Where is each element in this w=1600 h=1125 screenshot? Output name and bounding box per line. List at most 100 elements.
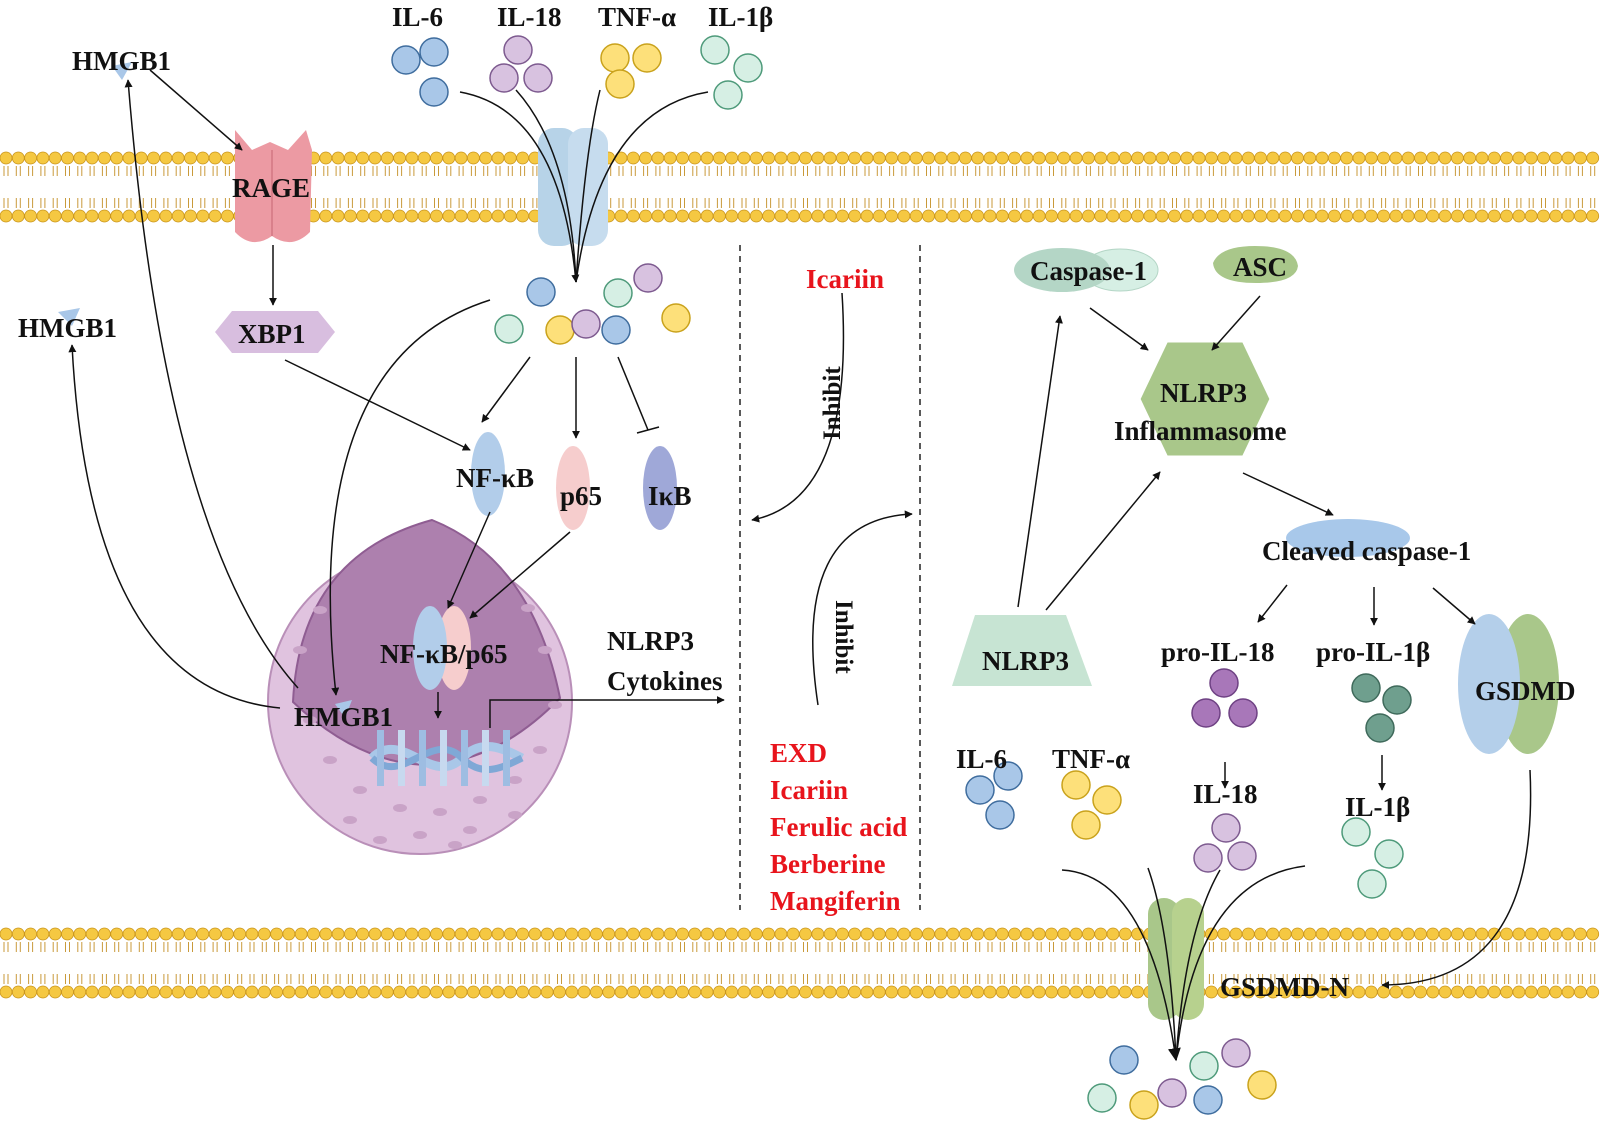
label-pro-il1b: pro-IL-1β	[1316, 637, 1430, 667]
cytokine-molecule	[632, 43, 662, 73]
left-panel-arrows	[68, 69, 725, 728]
cytokine-molecule	[1357, 869, 1387, 899]
nfkb-p65-complex-p65	[437, 606, 471, 690]
cytokine-molecule	[1351, 673, 1381, 703]
cell-membrane-bottom	[0, 927, 1600, 999]
asc-shape	[1213, 246, 1298, 283]
cytokine-molecule	[1228, 698, 1258, 728]
label-nlrp3: NLRP3	[982, 646, 1069, 676]
nlrp3-trapezoid	[952, 615, 1092, 686]
label-asc: ASC	[1233, 252, 1287, 282]
cytokine-molecule	[1092, 785, 1122, 815]
cytokine-molecule	[545, 315, 575, 345]
drug-item: EXD	[770, 738, 827, 768]
label-caspase1: Caspase-1	[1030, 256, 1147, 286]
cytokine-molecule	[1193, 1085, 1223, 1115]
label-tnfa-right: TNF-α	[1052, 744, 1130, 774]
cytokine-molecule	[1209, 668, 1239, 698]
cytokine-molecule	[633, 263, 663, 293]
label-il18-right: IL-18	[1193, 779, 1258, 809]
label-cleaved-caspase1: Cleaved caspase-1	[1262, 536, 1471, 566]
cytokine-molecule	[1374, 839, 1404, 869]
cytokine-molecule	[661, 303, 691, 333]
cytokine-molecule	[1157, 1078, 1187, 1108]
nfkb-ellipse	[471, 432, 505, 516]
cytokine-molecule	[985, 800, 1015, 830]
cytokine-molecule	[993, 761, 1023, 791]
cytokine-molecule	[419, 37, 449, 67]
label-xbp1: XBP1	[238, 319, 306, 349]
cytokine-molecule	[494, 314, 524, 344]
cytokine-molecule	[571, 309, 601, 339]
label-il1b-right: IL-1β	[1345, 792, 1410, 822]
cytokine-molecule	[419, 77, 449, 107]
cytokine-molecule	[605, 69, 635, 99]
label-gsdmd: GSDMD	[1475, 676, 1576, 706]
cytokine-molecule	[1189, 1051, 1219, 1081]
cleaved-caspase1-ellipse	[1286, 519, 1410, 557]
label-p65: p65	[560, 481, 602, 511]
p65-ellipse	[556, 446, 590, 530]
label-hmgb1-nucleus: HMGB1	[294, 702, 393, 732]
cytokine-molecule	[489, 63, 519, 93]
hmgb1-left-icon	[58, 308, 80, 326]
rage-receptor	[235, 130, 312, 243]
cytokine-molecule	[1191, 698, 1221, 728]
cytokine-receptor-channel	[538, 128, 608, 246]
label-nfkb-p65: NF-κB/p65	[380, 639, 508, 669]
label-nfkb: NF-κB	[456, 463, 534, 493]
label-il18-top: IL-18	[497, 2, 562, 32]
nlrp3-inflammasome-hexagon	[1140, 342, 1270, 456]
label-hmgb1-top: HMGB1	[72, 46, 171, 76]
cytokine-molecule	[603, 278, 633, 308]
cytokine-molecule	[1071, 810, 1101, 840]
hmgb1-top-icon	[112, 62, 132, 80]
cytokine-molecule	[391, 45, 421, 75]
label-rage: RAGE	[232, 173, 310, 203]
label-gsdmd-n: GSDMD-N	[1220, 972, 1349, 1002]
cytokine-molecule	[1341, 817, 1371, 847]
cytokine-molecule	[1221, 1038, 1251, 1068]
drug-item: Ferulic acid	[770, 812, 907, 842]
label-inhibit-bottom: Inhibit	[830, 600, 857, 674]
cytokine-molecule	[1087, 1083, 1117, 1113]
label-nlrp3-cytokines-1: NLRP3	[607, 626, 694, 656]
label-inflammasome-1: NLRP3	[1160, 378, 1247, 408]
label-icariin-top: Icariin	[806, 264, 884, 294]
gsdmd-n-pore	[1148, 898, 1204, 1020]
label-ikb: IκB	[648, 481, 692, 511]
label-il6-right: IL-6	[956, 744, 1007, 774]
right-panel-arrows	[1017, 295, 1532, 1062]
cytokine-molecule	[1193, 843, 1223, 873]
cytokine-molecule	[1227, 841, 1257, 871]
label-pro-il18: pro-IL-18	[1161, 637, 1275, 667]
cytokine-molecule	[1129, 1090, 1159, 1120]
label-inflammasome-2: Inflammasome	[1114, 416, 1286, 446]
cytokine-molecule	[523, 63, 553, 93]
cytokine-molecule	[1365, 713, 1395, 743]
drug-item: Berberine	[770, 849, 885, 879]
cytokine-molecule	[601, 315, 631, 345]
caspase1-shape	[1014, 248, 1159, 292]
nfkb-p65-complex-nfkb	[413, 606, 447, 690]
label-tnfa-top: TNF-α	[598, 2, 676, 32]
cytokine-molecule	[1247, 1070, 1277, 1100]
gsdmd-shape	[1458, 614, 1559, 754]
cytokine-molecule	[503, 35, 533, 65]
cytokine-molecule	[1382, 685, 1412, 715]
label-il1b-top: IL-1β	[708, 2, 773, 32]
label-hmgb1-left: HMGB1	[18, 313, 117, 343]
cytokine-molecule	[1061, 770, 1091, 800]
drug-item: Icariin	[770, 775, 848, 805]
dna-helix-icon	[368, 730, 525, 786]
labels: HMGB1 HMGB1 IL-6 IL-18 TNF-α IL-1β RAGE …	[18, 2, 1576, 1002]
cytokine-molecule	[733, 53, 763, 83]
cytokine-molecule	[1109, 1045, 1139, 1075]
cytokine-molecule	[1211, 813, 1241, 843]
cytokine-molecule	[526, 277, 556, 307]
label-nlrp3-cytokines-2: Cytokines	[607, 666, 723, 696]
label-inhibit-top: Inhibit	[819, 366, 846, 440]
